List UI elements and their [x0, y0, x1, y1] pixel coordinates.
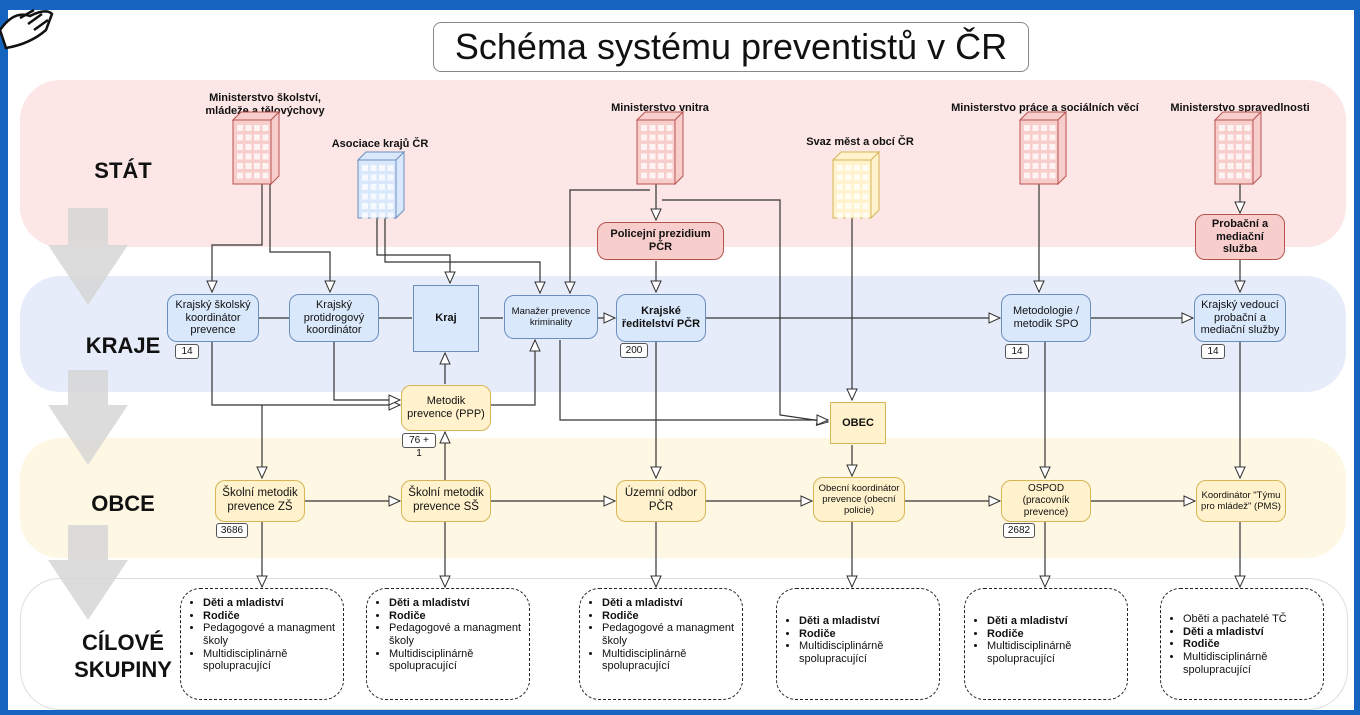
box-krajsky-vedouci-pms: Krajský vedoucí probační a mediační služ… [1194, 294, 1286, 342]
target-5-item: Děti a mladiství [987, 615, 1121, 628]
target-group-3: Děti a mladiství Rodiče Pedagogové a man… [579, 588, 743, 700]
box-policejni-prezidium: Policejní prezidium PČR [597, 222, 724, 260]
box-skolni-zs: Školní metodik prevence ZŠ [215, 480, 305, 522]
hand-icon [0, 8, 54, 50]
page-title: Schéma systému preventistů v ČR [433, 22, 1029, 72]
box-obec: OBEC [830, 402, 886, 444]
building-msp-icon [1213, 110, 1263, 186]
target-group-5: Děti a mladiství Rodiče Multidisciplinár… [964, 588, 1128, 700]
connector-line [662, 199, 830, 427]
target-5-item: Rodiče [987, 628, 1121, 641]
target-6-item: Rodiče [1183, 638, 1317, 651]
box-metodik-ppp: Metodik prevence (PPP) [401, 385, 491, 431]
badge-skolni-zs: 3686 [216, 523, 248, 538]
target-group-2: Děti a mladiství Rodiče Pedagogové a man… [366, 588, 530, 700]
target-6-item: Oběti a pachatelé TČ [1183, 613, 1317, 626]
box-krajsky-skolsky: Krajský školský koordinátor prevence [167, 294, 259, 342]
box-metodologie-spo: Metodologie / metodik SPO [1001, 294, 1091, 342]
connector-line [269, 184, 336, 294]
connector-line [384, 218, 546, 295]
connector-line [333, 342, 402, 406]
connector-line [491, 338, 541, 406]
badge-metodologie-spo: 14 [1005, 344, 1029, 359]
badge-krajsky-vedouci-pms: 14 [1201, 344, 1225, 359]
box-krajske-reditelstvi: Krajské ředitelství PČR [616, 294, 706, 342]
target-2-item: Děti a mladiství [389, 597, 523, 610]
level-label-obce: OBCE [91, 491, 155, 516]
target-group-1: Děti a mladiství Rodiče Pedagogové a man… [180, 588, 344, 700]
target-1-item: Děti a mladiství [203, 597, 337, 610]
box-probacni-sluzba: Probační a mediační služba [1195, 214, 1285, 260]
target-6-item: Děti a mladiství [1183, 626, 1317, 639]
connector-line [376, 218, 456, 285]
target-3-item: Děti a mladiství [602, 597, 736, 610]
target-5-item: Multidisciplinárně spolupracující [987, 640, 1121, 665]
badge-ospod: 2682 [1003, 523, 1035, 538]
connector-line [564, 189, 650, 295]
target-2-item: Pedagogové a managment školy [389, 622, 523, 647]
ministry-mpsv-label: Ministerstvo práce a sociálních věcí [951, 102, 1139, 114]
box-koordinator-tpm: Koordinátor "Týmu pro mládež" (PMS) [1196, 480, 1286, 522]
building-smo-icon [831, 150, 881, 220]
box-manazer-prevence: Manažer prevence kriminality [504, 295, 598, 339]
building-akcr-icon [356, 150, 406, 220]
target-3-item: Multidisciplinárně spolupracující [602, 648, 736, 673]
target-4-item: Děti a mladiství [799, 615, 933, 628]
ministry-msmt-label: Ministerstvo školství, mládeže a tělovýc… [180, 92, 350, 117]
box-ospod: OSPOD (pracovník prevence) [1001, 480, 1091, 522]
ministry-msmt-line-2: mládeže a tělovýchovy [205, 104, 325, 117]
ministry-akcr-label: Asociace krajů ČR [331, 138, 429, 150]
target-1-item: Pedagogové a managment školy [203, 622, 337, 647]
level-label-stat: STÁT [94, 158, 152, 183]
box-krajsky-protidrogovy: Krajský protidrogový koordinátor [289, 294, 379, 342]
building-mpsv-icon [1018, 110, 1068, 186]
box-kraj: Kraj [413, 285, 479, 352]
ministry-msp-label: Ministerstvo spravedlnosti [1170, 102, 1310, 114]
badge-krajske-reditelstvi: 200 [620, 343, 648, 358]
ministry-msmt-line-1: Ministerstvo školství, [209, 92, 321, 104]
connector-line [559, 340, 830, 426]
target-6-item: Multidisciplinárně spolupracující [1183, 651, 1317, 676]
target-4-item: Rodiče [799, 628, 933, 641]
target-3-item: Rodiče [602, 610, 736, 623]
target-3-item: Pedagogové a managment školy [602, 622, 736, 647]
box-uzemni-odbor: Územní odbor PČR [616, 480, 706, 522]
connector-line [206, 184, 263, 294]
level-arrows [48, 208, 128, 620]
target-1-item: Multidisciplinárně spolupracující [203, 648, 337, 673]
target-group-6: Oběti a pachatelé TČ Děti a mladiství Ro… [1160, 588, 1324, 700]
ministry-mv-label: Ministerstvo vnitra [611, 102, 709, 114]
target-2-item: Rodiče [389, 610, 523, 623]
box-obecni-koordinator: Obecní koordinátor prevence (obecní poli… [813, 477, 905, 522]
target-2-item: Multidisciplinárně spolupracující [389, 648, 523, 673]
target-1-item: Rodiče [203, 610, 337, 623]
target-group-4: Děti a mladiství Rodiče Multidisciplinár… [776, 588, 940, 700]
level-label-cilove-1: CÍLOVÉ [82, 630, 164, 655]
badge-metodik-ppp: 76 + 1 [402, 433, 436, 459]
level-label-kraje: KRAJE [85, 333, 161, 358]
level-label-cilove-2: SKUPINY [74, 657, 172, 682]
target-4-item: Multidisciplinárně spolupracující [799, 640, 933, 665]
ministry-smo-label: Svaz měst a obcí ČR [806, 136, 914, 148]
connector-line [211, 342, 402, 411]
badge-krajsky-skolsky: 14 [175, 344, 199, 359]
building-msmt-icon [231, 110, 281, 186]
building-mv-icon [635, 110, 685, 186]
box-skolni-ss: Školní metodik prevence SŠ [401, 480, 491, 522]
